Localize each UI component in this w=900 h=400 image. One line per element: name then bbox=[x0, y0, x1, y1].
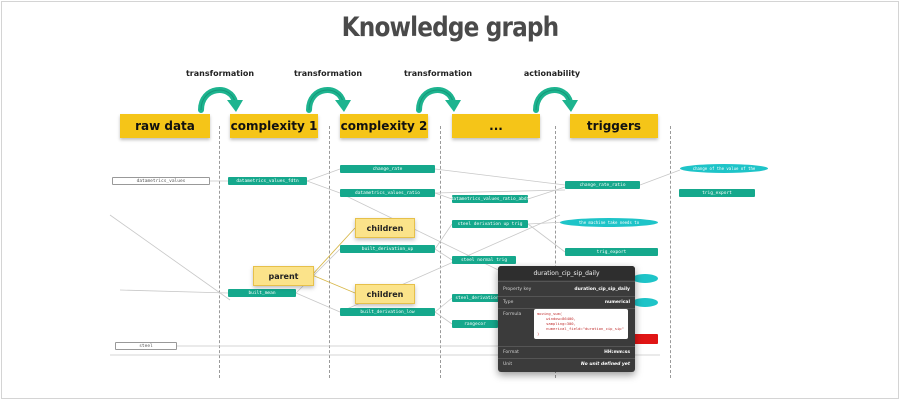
formula-code: moving_sum( window=86400, sampling=300, … bbox=[534, 309, 628, 339]
graph-node[interactable]: datametrics_values_ratio_abdf bbox=[452, 195, 528, 203]
column-divider bbox=[555, 126, 556, 378]
graph-oval-node[interactable]: the machine take needs to bbox=[560, 218, 658, 227]
curved-arrow-icon bbox=[306, 87, 351, 113]
graph-node[interactable]: steel bbox=[115, 342, 177, 350]
parent-label: parent bbox=[253, 266, 314, 286]
graph-node[interactable]: change_rate bbox=[340, 165, 435, 173]
graph-node[interactable]: datametrics_values_ratio bbox=[340, 189, 435, 197]
column-divider bbox=[329, 126, 330, 378]
popup-row-formula: Formula bbox=[498, 308, 635, 343]
graph-oval-node[interactable] bbox=[632, 274, 658, 283]
children-label-bottom: children bbox=[355, 284, 415, 304]
graph-node[interactable]: rangecor bbox=[452, 320, 498, 328]
popup-row-unit: Unit No unit defined yet bbox=[498, 358, 635, 372]
stage-complexity-2: complexity 2 bbox=[340, 114, 428, 138]
graph-node[interactable]: steel normal trig bbox=[452, 256, 516, 264]
graph-node[interactable]: built_derivation_low bbox=[340, 308, 435, 316]
popup-label: Type bbox=[503, 300, 514, 305]
graph-node[interactable]: steel_derivation bbox=[452, 294, 502, 302]
page-title: Knowledge graph bbox=[341, 12, 560, 43]
stage-triggers: triggers bbox=[570, 114, 658, 138]
column-divider bbox=[440, 126, 441, 378]
graph-oval-node[interactable] bbox=[632, 298, 658, 307]
stage-raw-data: raw data bbox=[120, 114, 210, 138]
curved-arrow-icon bbox=[198, 87, 243, 113]
property-popup: duration_cip_sip_daily Property key dura… bbox=[498, 266, 635, 372]
graph-oval-node[interactable]: change of the value of the bbox=[680, 164, 768, 173]
graph-node[interactable]: change_rate_ratio bbox=[565, 181, 640, 189]
transition-label-3: transformation bbox=[403, 69, 473, 78]
popup-value: duration_cip_sip_daily bbox=[574, 287, 630, 292]
popup-title: duration_cip_sip_daily bbox=[498, 266, 635, 280]
popup-row-type: Type numerical bbox=[498, 296, 635, 309]
graph-node[interactable]: built_derivation_up bbox=[340, 245, 435, 253]
popup-label: Property key bbox=[503, 287, 532, 292]
alert-node[interactable] bbox=[628, 334, 658, 344]
stage-complexity-1: complexity 1 bbox=[230, 114, 318, 138]
popup-value: No unit defined yet bbox=[580, 362, 630, 367]
column-divider bbox=[670, 126, 671, 378]
children-label-top: children bbox=[355, 218, 415, 238]
transition-label-4: actionability bbox=[523, 69, 581, 78]
transition-label-1: transformation bbox=[185, 69, 255, 78]
graph-node[interactable]: trig_export bbox=[565, 248, 658, 256]
stage-ellipsis: ... bbox=[452, 114, 540, 138]
curved-arrow-icon bbox=[533, 87, 578, 113]
graph-node[interactable]: datametrics_values bbox=[112, 177, 210, 185]
popup-row-format: Format HH:mm:ss bbox=[498, 346, 635, 359]
popup-value: HH:mm:ss bbox=[604, 350, 630, 355]
curved-arrow-icon bbox=[416, 87, 461, 113]
popup-row-property-key: Property key duration_cip_sip_daily bbox=[498, 281, 635, 297]
graph-node[interactable]: built_mean bbox=[228, 289, 296, 297]
popup-value: numerical bbox=[604, 300, 630, 305]
graph-node[interactable]: datametrics_values_fdtn bbox=[228, 177, 307, 185]
popup-label: Unit bbox=[503, 362, 513, 367]
column-divider bbox=[219, 126, 220, 378]
popup-label: Formula bbox=[503, 312, 522, 317]
graph-node[interactable]: trig_export bbox=[679, 189, 755, 197]
graph-node[interactable]: steel derivation up trig bbox=[452, 220, 528, 228]
popup-label: Format bbox=[503, 350, 519, 355]
transition-label-2: transformation bbox=[293, 69, 363, 78]
